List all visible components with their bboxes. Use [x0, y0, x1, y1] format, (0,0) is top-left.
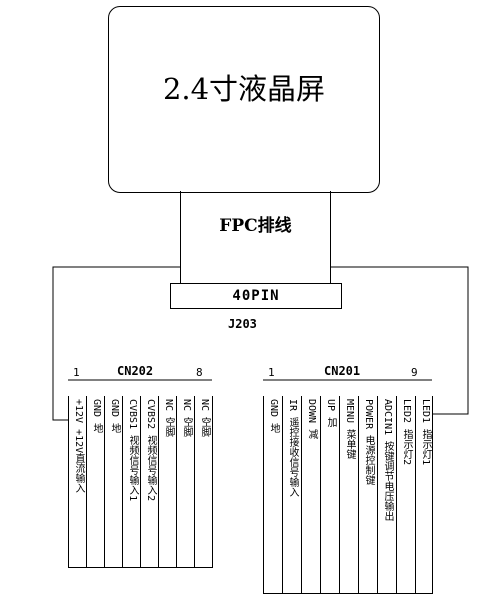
cn202-connector: +12V +12V直流输入 GND 地 GND 地 CVBS1 视频信号输入1 …: [68, 396, 213, 568]
cn202-first-pin: 1: [73, 366, 80, 379]
cn201-pin-label: GND 地: [268, 399, 279, 434]
cn201-pin-label: ADCIN1 按键调节电压输出: [382, 399, 393, 522]
cn201-last-pin: 9: [411, 366, 418, 379]
cn202-pin: NC 空脚: [159, 396, 177, 568]
cn202-pin: NC 空脚: [177, 396, 195, 568]
cn201-pin: MENU 菜单键: [340, 396, 359, 594]
cn201-pin-label: DOWN 减: [306, 399, 317, 440]
cn202-pin: GND 地: [87, 396, 105, 568]
cn201-pin: POWER 电源控制键: [359, 396, 378, 594]
cn201-pin-label: MENU 菜单键: [344, 399, 355, 460]
cn202-pin: NC 空脚: [195, 396, 213, 568]
cn202-pin-label: NC 空脚: [199, 399, 210, 438]
cn201-pin: LED2 指示灯2: [397, 396, 416, 594]
cn201-pin-label: IR 遥控接收信号输入: [287, 399, 298, 498]
cn201-pin: IR 遥控接收信号输入: [283, 396, 302, 594]
cn202-pin-label: NC 空脚: [181, 399, 192, 438]
cn201-pin: UP 加: [321, 396, 340, 594]
cn201-pin: ADCIN1 按键调节电压输出: [378, 396, 397, 594]
cn202-pin-label: GND 地: [91, 399, 102, 434]
cn201-pin-label: LED1 指示灯1: [420, 399, 431, 466]
cn202-pin-label: CVBS2 视频信号输入2: [145, 399, 156, 502]
cn201-pin: GND 地: [264, 396, 283, 594]
cn202-pin-label: +12V +12V直流输入: [73, 399, 84, 494]
lcd-label: 2.4寸液晶屏: [162, 72, 326, 106]
cn202-pin: CVBS2 视频信号输入2: [141, 396, 159, 568]
lcd-screen-box: [108, 6, 380, 193]
cn201-first-pin: 1: [268, 366, 275, 379]
cn202-pin-label: GND 地: [109, 399, 120, 434]
connector-40pin: 40PIN: [170, 283, 342, 309]
fpc-label: FPC排线: [219, 216, 292, 236]
cn202-pin: GND 地: [105, 396, 123, 568]
cn202-pin: CVBS1 视频信号输入1: [123, 396, 141, 568]
fpc-cable: [180, 191, 331, 284]
connector-ref-j203: J203: [228, 317, 257, 331]
cn201-name: CN201: [324, 364, 361, 378]
cn202-pin-label: NC 空脚: [163, 399, 174, 438]
wire-right: [331, 266, 469, 415]
cn201-pin: LED1 指示灯1: [416, 396, 433, 594]
cn201-pin: DOWN 减: [302, 396, 321, 594]
cn201-pin-label: LED2 指示灯2: [401, 399, 412, 466]
cn201-pin-label: POWER 电源控制键: [363, 399, 374, 486]
cn202-name: CN202: [117, 364, 154, 378]
cn202-pin-label: CVBS1 视频信号输入1: [127, 399, 138, 502]
cn201-connector: GND 地 IR 遥控接收信号输入 DOWN 减 UP 加 MENU 菜单键 P…: [263, 396, 433, 594]
wire-left: [52, 266, 180, 421]
cn202-last-pin: 8: [196, 366, 203, 379]
cn202-pin: +12V +12V直流输入: [69, 396, 87, 568]
cn201-pin-label: UP 加: [325, 399, 336, 428]
